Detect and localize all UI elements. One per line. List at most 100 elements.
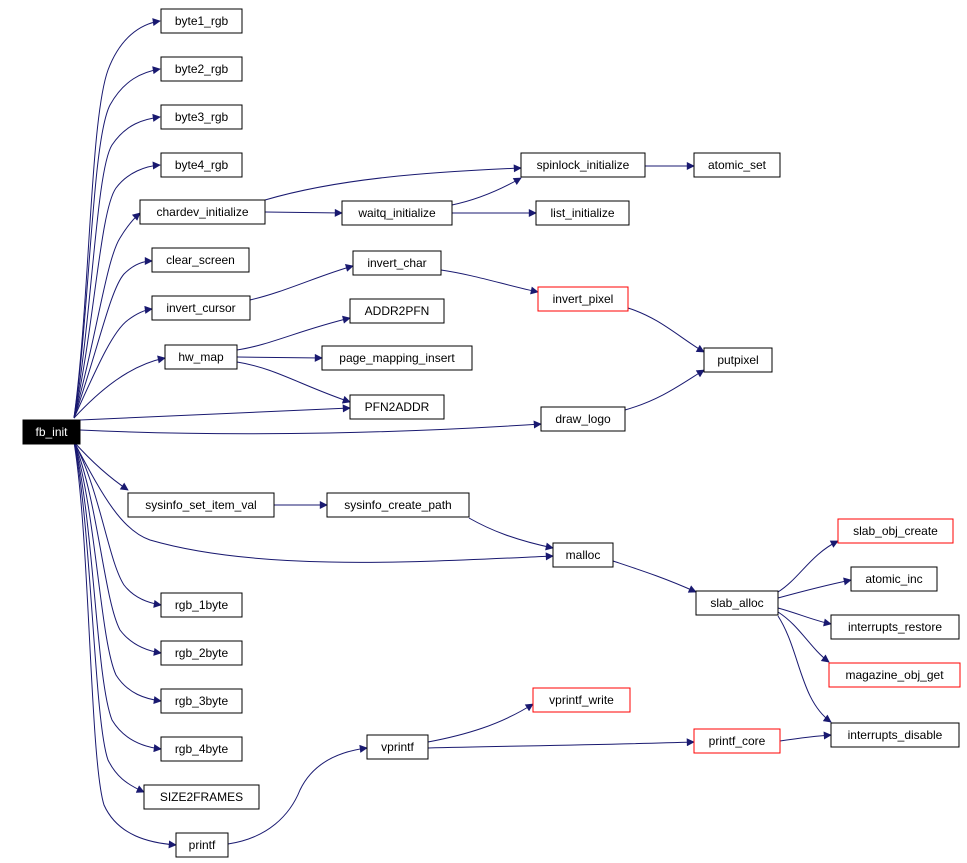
- node-printf-core[interactable]: printf_core: [693, 728, 781, 754]
- svg-text:sysinfo_create_path: sysinfo_create_path: [344, 498, 451, 512]
- edge-draw-logo-putpixel: [624, 369, 705, 411]
- node-clear-screen[interactable]: clear_screen: [151, 247, 250, 273]
- node-addr2pfn[interactable]: ADDR2PFN: [349, 298, 445, 324]
- node-draw-logo[interactable]: draw_logo: [540, 406, 626, 432]
- node-page-mapping-insert[interactable]: page_mapping_insert: [321, 345, 473, 371]
- node-pfn2addr[interactable]: PFN2ADDR: [349, 394, 445, 420]
- svg-text:fb_init: fb_init: [35, 425, 68, 439]
- node-invert-pixel[interactable]: invert_pixel: [537, 286, 629, 312]
- node-sysinfo-set-item-val[interactable]: sysinfo_set_item_val: [127, 492, 275, 518]
- node-rgb-2byte[interactable]: rgb_2byte: [160, 640, 243, 666]
- svg-text:malloc: malloc: [566, 548, 601, 562]
- edge-hw-map-addr2pfn: [236, 315, 351, 351]
- svg-text:SIZE2FRAMES: SIZE2FRAMES: [160, 790, 243, 804]
- node-sysinfo-create-path[interactable]: sysinfo_create_path: [326, 492, 470, 518]
- svg-text:page_mapping_insert: page_mapping_insert: [339, 351, 455, 365]
- edge-layer: [73, 18, 852, 849]
- node-atomic-set[interactable]: atomic_set: [693, 152, 781, 178]
- node-vprintf[interactable]: vprintf: [366, 734, 429, 760]
- node-fb-init[interactable]: fb_init: [22, 419, 81, 445]
- node-interrupts-restore[interactable]: interrupts_restore: [830, 614, 960, 640]
- node-rgb-1byte[interactable]: rgb_1byte: [160, 592, 243, 618]
- edge-fb-init-rgb-2byte: [73, 441, 162, 656]
- node-atomic-inc[interactable]: atomic_inc: [850, 566, 938, 592]
- svg-text:putpixel: putpixel: [717, 353, 758, 367]
- edge-slab-alloc-interrupts-disable: [777, 615, 832, 723]
- svg-text:slab_alloc: slab_alloc: [710, 596, 763, 610]
- node-spinlock-initialize[interactable]: spinlock_initialize: [520, 152, 646, 178]
- node-waitq-initialize[interactable]: waitq_initialize: [341, 200, 453, 226]
- edge-fb-init-clear-screen: [73, 257, 153, 419]
- node-byte2-rgb[interactable]: byte2_rgb: [160, 56, 243, 82]
- edge-fb-init-byte2-rgb: [73, 66, 161, 419]
- node-rgb-4byte[interactable]: rgb_4byte: [160, 736, 243, 762]
- svg-text:interrupts_disable: interrupts_disable: [848, 728, 943, 742]
- edge-sysinfo-create-path-malloc: [468, 517, 554, 551]
- node-byte3-rgb[interactable]: byte3_rgb: [160, 104, 243, 130]
- edge-fb-init-invert-cursor: [73, 305, 153, 419]
- svg-text:spinlock_initialize: spinlock_initialize: [537, 158, 630, 172]
- edge-hw-map-page-mapping-insert: [236, 353, 323, 362]
- edge-printf-core-interrupts-disable: [779, 731, 832, 742]
- edge-slab-alloc-atomic-inc: [777, 577, 852, 599]
- svg-text:slab_obj_create: slab_obj_create: [853, 524, 938, 538]
- svg-text:rgb_2byte: rgb_2byte: [175, 646, 229, 660]
- svg-text:list_initialize: list_initialize: [550, 206, 614, 220]
- svg-text:printf: printf: [189, 838, 216, 852]
- edge-fb-init-draw-logo: [79, 420, 542, 435]
- edge-fb-init-sysinfo-set-item-val: [73, 441, 129, 491]
- node-size2frames[interactable]: SIZE2FRAMES: [143, 784, 260, 810]
- node-slab-alloc[interactable]: slab_alloc: [695, 590, 779, 616]
- node-layer: fb_init byte1_rgb byte2_rgb byte3_rgb by…: [22, 8, 961, 858]
- edge-fb-init-byte4-rgb: [73, 161, 161, 419]
- node-invert-cursor[interactable]: invert_cursor: [151, 295, 251, 321]
- edge-slab-alloc-slab-obj-create: [777, 540, 839, 593]
- svg-text:clear_screen: clear_screen: [166, 253, 235, 267]
- node-putpixel[interactable]: putpixel: [703, 347, 773, 373]
- edge-fb-init-byte1-rgb: [73, 18, 161, 419]
- edge-fb-init-rgb-3byte: [73, 441, 162, 705]
- svg-text:PFN2ADDR: PFN2ADDR: [365, 400, 430, 414]
- svg-text:interrupts_restore: interrupts_restore: [848, 620, 942, 634]
- node-byte4-rgb[interactable]: byte4_rgb: [160, 152, 243, 178]
- node-interrupts-disable[interactable]: interrupts_disable: [830, 722, 960, 748]
- node-hw-map[interactable]: hw_map: [164, 344, 238, 370]
- node-rgb-3byte[interactable]: rgb_3byte: [160, 688, 243, 714]
- edge-slab-alloc-interrupts-restore: [777, 607, 832, 627]
- svg-text:hw_map: hw_map: [178, 350, 224, 364]
- edge-vprintf-vprintf-write: [427, 703, 534, 743]
- node-vprintf-write[interactable]: vprintf_write: [532, 687, 631, 713]
- node-malloc[interactable]: malloc: [552, 542, 614, 568]
- svg-text:byte3_rgb: byte3_rgb: [175, 110, 229, 124]
- svg-text:printf_core: printf_core: [709, 734, 766, 748]
- svg-text:byte1_rgb: byte1_rgb: [175, 14, 229, 28]
- edge-printf-vprintf: [227, 744, 368, 845]
- node-invert-char[interactable]: invert_char: [352, 250, 442, 276]
- edge-fb-init-rgb-1byte: [73, 441, 162, 608]
- svg-text:vprintf_write: vprintf_write: [549, 693, 614, 707]
- edge-invert-cursor-invert-char: [249, 264, 354, 301]
- edge-slab-alloc-magazine-obj-get: [777, 611, 830, 663]
- node-printf[interactable]: printf: [175, 832, 229, 858]
- edge-malloc-slab-alloc: [612, 560, 697, 593]
- edge-waitq-initialize-spinlock-initialize: [451, 177, 522, 206]
- svg-text:draw_logo: draw_logo: [555, 412, 611, 426]
- edge-fb-init-rgb-4byte: [73, 441, 162, 753]
- node-byte1-rgb[interactable]: byte1_rgb: [160, 8, 243, 34]
- edge-fb-init-hw-map: [73, 355, 166, 419]
- svg-text:ADDR2PFN: ADDR2PFN: [365, 304, 430, 318]
- svg-text:rgb_1byte: rgb_1byte: [175, 598, 229, 612]
- edge-fb-init-malloc: [73, 441, 554, 563]
- svg-text:magazine_obj_get: magazine_obj_get: [845, 668, 944, 682]
- svg-text:waitq_initialize: waitq_initialize: [357, 206, 436, 220]
- svg-text:byte2_rgb: byte2_rgb: [175, 62, 229, 76]
- node-chardev-initialize[interactable]: chardev_initialize: [139, 199, 266, 225]
- node-magazine-obj-get[interactable]: magazine_obj_get: [828, 662, 961, 688]
- node-list-initialize[interactable]: list_initialize: [535, 200, 630, 226]
- svg-text:vprintf: vprintf: [381, 740, 414, 754]
- svg-text:rgb_4byte: rgb_4byte: [175, 742, 229, 756]
- svg-text:atomic_set: atomic_set: [708, 158, 767, 172]
- edge-invert-pixel-putpixel: [627, 307, 705, 353]
- node-slab-obj-create[interactable]: slab_obj_create: [837, 518, 954, 544]
